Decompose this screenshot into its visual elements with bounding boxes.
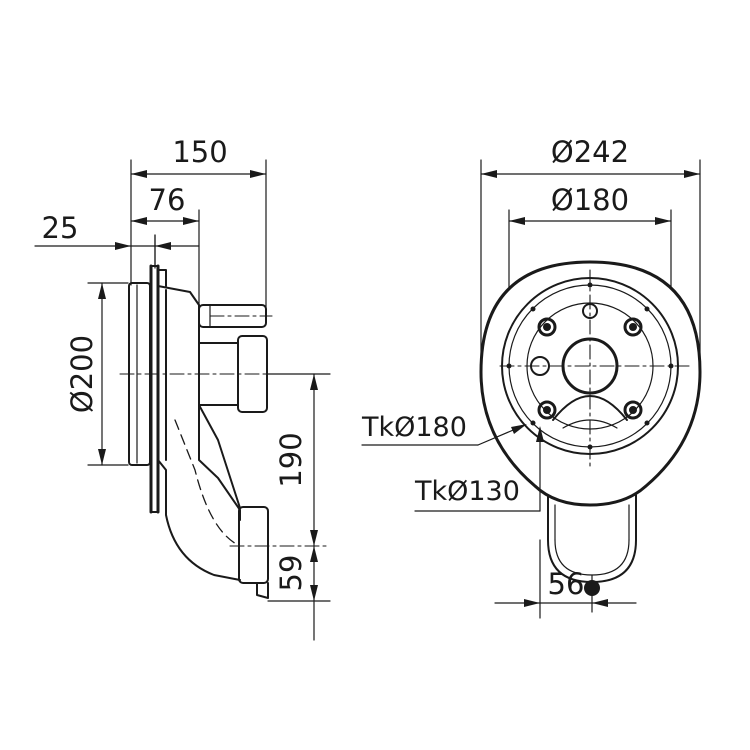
dimension-56: 56 bbox=[494, 539, 637, 619]
dimension-diameter-242: Ø242 bbox=[480, 135, 701, 178]
dimension-76: 76 bbox=[130, 183, 200, 225]
dimension-25: 25 bbox=[34, 211, 200, 250]
dimension-diameter-180: Ø180 bbox=[508, 183, 672, 225]
outlet-opening bbox=[552, 395, 628, 421]
flange-plate bbox=[128, 234, 167, 514]
side-view: 150 76 25 Ø200 bbox=[34, 135, 331, 641]
drain-body bbox=[157, 285, 241, 581]
dimension-diameter-200: Ø200 bbox=[65, 282, 129, 466]
outlet-opening-edge bbox=[562, 419, 618, 429]
front-view: Ø242 Ø180 bbox=[361, 135, 702, 619]
dim-text-diameter-242: Ø242 bbox=[551, 135, 629, 169]
dim-text-56: 56 bbox=[548, 567, 585, 601]
middle-socket bbox=[198, 335, 268, 509]
central-bore bbox=[561, 337, 619, 395]
bolt-bottom-right bbox=[623, 400, 643, 420]
bolt-bottom-left bbox=[537, 400, 557, 420]
outlet-socket bbox=[238, 506, 269, 599]
dim-text-59: 59 bbox=[274, 555, 308, 592]
bolt-top-left bbox=[537, 317, 557, 337]
flow-path-hidden bbox=[174, 419, 239, 546]
bolt-heads bbox=[537, 317, 643, 420]
dim-text-190: 190 bbox=[274, 432, 308, 487]
inlet-spigot bbox=[198, 304, 273, 328]
dim-text-25: 25 bbox=[42, 211, 79, 245]
dim-text-150: 150 bbox=[172, 135, 227, 169]
leader-tk130: TkØ130 bbox=[414, 426, 544, 512]
dimension-150: 150 bbox=[130, 135, 267, 178]
dim-text-diameter-180: Ø180 bbox=[551, 183, 629, 217]
bolt-circle-marks bbox=[506, 282, 674, 450]
side-port bbox=[530, 356, 550, 376]
dimension-190: 190 bbox=[274, 373, 318, 547]
dim-text-diameter-200: Ø200 bbox=[65, 335, 99, 413]
bolt-top-right bbox=[623, 317, 643, 337]
top-hole bbox=[582, 303, 598, 319]
label-tk130: TkØ130 bbox=[414, 476, 520, 507]
dimension-59: 59 bbox=[274, 545, 318, 641]
leader-tk180: TkØ180 bbox=[361, 412, 527, 446]
dim-text-76: 76 bbox=[149, 183, 186, 217]
label-tk180: TkØ180 bbox=[361, 412, 467, 443]
